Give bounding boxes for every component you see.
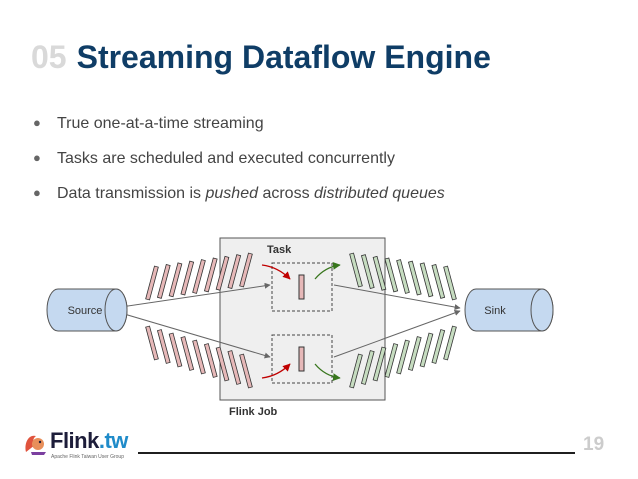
sink-cylinder: Sink <box>464 288 554 332</box>
queue-record <box>168 332 183 368</box>
queue-record <box>360 254 375 290</box>
footer-divider <box>138 452 575 454</box>
queue-record <box>419 332 434 368</box>
queue-record <box>180 336 195 371</box>
logo-tld: .tw <box>98 428 129 453</box>
queue-record <box>407 260 422 296</box>
bullet-text-segment: pushed <box>205 185 259 202</box>
queue-record <box>372 255 387 291</box>
logo-brand: Flink <box>50 428 99 453</box>
sink-label: Sink <box>484 305 506 317</box>
flink-job-box <box>219 237 386 401</box>
queue-record <box>419 262 434 298</box>
queue-record <box>215 346 230 382</box>
bullet-text-segment: distributed queues <box>314 185 445 202</box>
bullet-text-segment: True one-at-a-time streaming <box>57 115 264 132</box>
queue-record <box>349 353 363 389</box>
queue-record <box>156 263 171 299</box>
task-operator-top <box>298 274 305 300</box>
bullet-list: ● True one-at-a-time streaming ● Tasks are … <box>33 113 445 218</box>
queue-record <box>443 325 457 361</box>
bullet-dot-icon: ● <box>33 150 41 165</box>
queue-record <box>227 254 242 290</box>
queue-record <box>384 343 399 378</box>
queue-record <box>443 265 457 301</box>
bullet-item: ● Data transmission is pushed across dist… <box>33 183 445 218</box>
slide-number-prefix: 05 <box>31 39 67 75</box>
output-arrow-bottom <box>314 363 341 381</box>
flow-line-task-bottom-to-sink <box>333 310 461 358</box>
flow-line-task-top-to-sink <box>333 284 461 310</box>
flow-line-source-to-task-bottom <box>113 310 271 359</box>
bullet-item: ● Tasks are scheduled and executed concur… <box>33 148 445 183</box>
queue-record <box>396 339 410 375</box>
queue-record <box>192 259 206 294</box>
task-label: Task <box>267 244 292 256</box>
bullet-text-segment: Data transmission is <box>57 185 206 202</box>
bullet-text-segment: across <box>258 185 315 202</box>
queue-record <box>215 255 230 291</box>
queue-record <box>239 353 253 389</box>
queue-record <box>384 257 399 293</box>
slide-title-text: Streaming Dataflow Engine <box>76 39 491 75</box>
squirrel-mascot-icon <box>25 435 46 455</box>
source-label: Source <box>68 305 103 317</box>
output-queue-top <box>349 252 457 301</box>
input-queue-bottom <box>145 325 253 389</box>
queue-record <box>145 325 159 361</box>
flow-line-source-to-task-top <box>113 282 271 309</box>
bullet-dot-icon: ● <box>33 115 41 130</box>
source-cylinder: Source <box>46 288 128 332</box>
bullet-dot-icon: ● <box>33 185 41 200</box>
task-box-top <box>271 262 333 312</box>
dataflow-diagram: Task Flink Job Source Sink <box>46 237 554 418</box>
queue-record <box>227 350 242 385</box>
queue-record <box>168 262 183 298</box>
queue-record <box>239 252 253 288</box>
queue-record <box>349 252 363 288</box>
bullet-text-segment: Tasks are scheduled and executed concurr… <box>57 150 395 167</box>
queue-record <box>145 265 159 301</box>
queue-record <box>203 343 218 378</box>
logo-tagline: Apache Flink Taiwan User Group <box>51 454 124 460</box>
queue-record <box>360 350 375 385</box>
input-queue-top <box>145 252 253 301</box>
queue-record <box>192 339 206 375</box>
bullet-item: ● True one-at-a-time streaming <box>33 113 445 148</box>
logo-wordmark: Flink.tw <box>50 428 128 454</box>
queue-record <box>203 257 218 293</box>
queue-record <box>396 259 410 294</box>
queue-record <box>156 329 171 364</box>
queue-record <box>407 336 422 371</box>
flink-tw-logo: Flink.tw Apache Flink Taiwan User Group <box>22 428 132 470</box>
queue-record <box>372 346 387 382</box>
input-arrow-bottom <box>261 363 291 379</box>
queue-record <box>180 260 195 296</box>
output-arrow-top <box>314 262 341 280</box>
queue-record <box>431 329 446 364</box>
output-queue-bottom <box>349 325 457 389</box>
queue-record <box>431 263 446 299</box>
task-box-bottom <box>271 334 333 384</box>
page-number: 19 <box>583 434 605 455</box>
flink-job-label: Flink Job <box>229 406 278 418</box>
input-arrow-top <box>261 264 291 280</box>
task-operator-bottom <box>298 346 305 372</box>
